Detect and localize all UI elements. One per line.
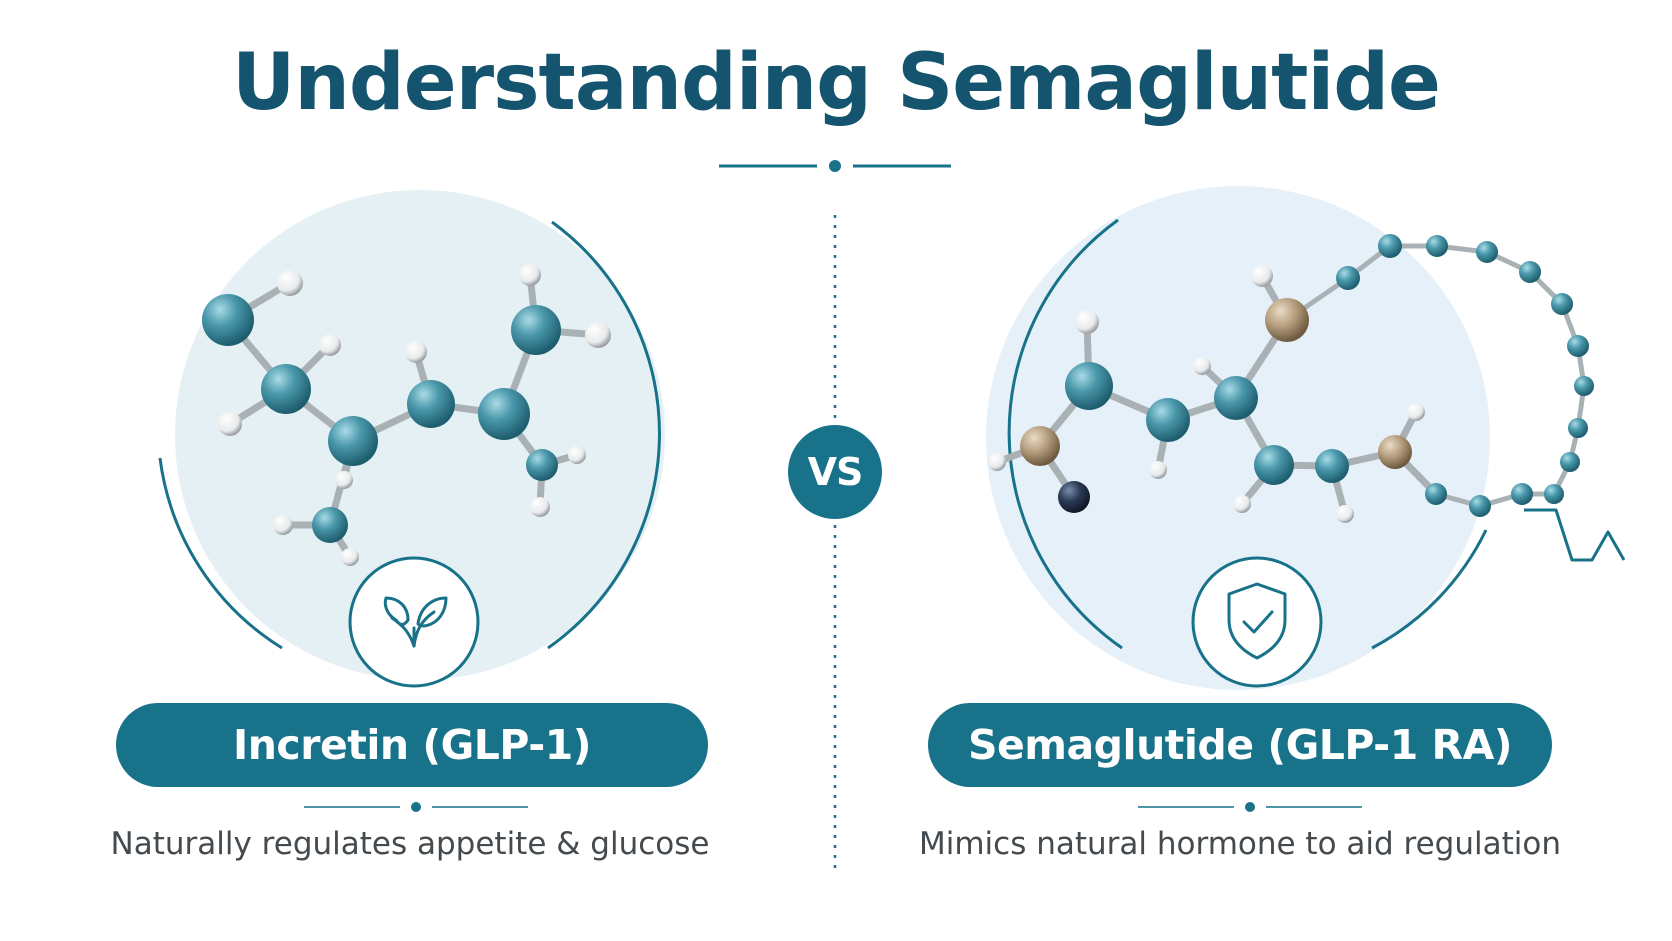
center-divider [833, 215, 837, 875]
incretin-description: Naturally regulates appetite & glucose [110, 826, 710, 862]
right-caption-divider [1138, 802, 1362, 812]
right-zigzag-line [1524, 508, 1626, 562]
semaglutide-label-pill: Semaglutide (GLP-1 RA) [928, 703, 1552, 787]
left-molecule-illustration [158, 190, 665, 680]
leaf-icon [348, 556, 480, 688]
vs-badge: VS [788, 425, 882, 519]
incretin-label-pill: Incretin (GLP-1) [116, 703, 708, 787]
shield-check-icon [1191, 556, 1323, 688]
right-molecule-illustration [986, 186, 1626, 690]
left-arc-left [158, 457, 283, 650]
right-arc-left [1007, 218, 1123, 650]
title-divider [719, 160, 951, 172]
left-arc-right [547, 220, 661, 650]
right-background-circle [986, 186, 1490, 690]
page-title: Understanding Semaglutide [232, 38, 1441, 128]
semaglutide-description: Mimics natural hormone to aid regulation [919, 826, 1561, 862]
left-caption-divider [304, 802, 528, 812]
right-arc-right [1371, 529, 1488, 650]
